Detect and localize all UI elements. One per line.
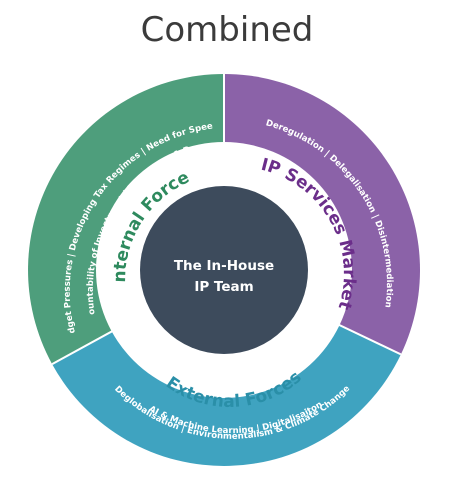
center-label-line2: IP Team	[194, 279, 253, 295]
center-circle	[140, 186, 308, 354]
diagram-title: Combined	[140, 10, 314, 50]
center-label-line1: The In-House	[174, 258, 274, 274]
